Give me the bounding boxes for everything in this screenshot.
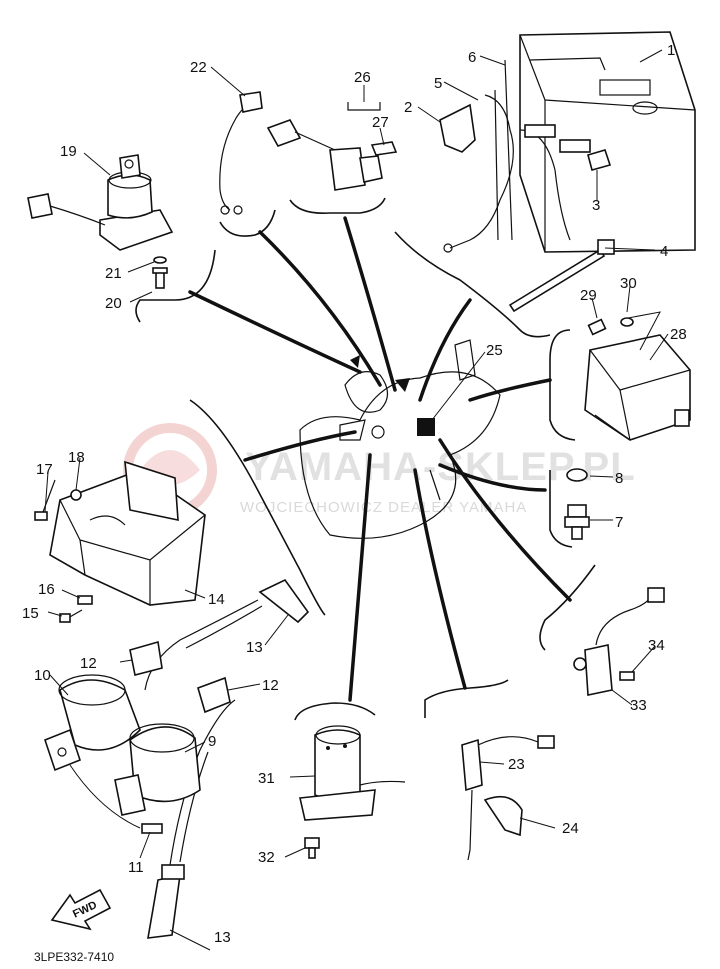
callout-34: 34 — [648, 637, 665, 654]
watermark-line1: YAMAHA-SKLEP.PL — [245, 445, 636, 489]
callout-25: 25 — [486, 342, 503, 359]
callout-22: 22 — [190, 59, 207, 76]
callout-19: 19 — [60, 143, 77, 160]
callout-16: 16 — [38, 581, 55, 598]
forward-direction-icon: FWD — [50, 888, 112, 931]
main-switch — [27, 154, 174, 251]
callout-27: 27 — [372, 114, 389, 131]
fuse-holder — [266, 85, 398, 191]
speed-sensor — [461, 735, 555, 861]
cable-tie — [508, 239, 615, 313]
callout-9: 9 — [208, 733, 216, 750]
motorcycle-frame-outline — [299, 339, 501, 539]
callout-12-a: 12 — [80, 655, 97, 672]
cover-fasteners — [34, 479, 93, 623]
callout-14: 14 — [208, 591, 225, 608]
callout-23: 23 — [508, 756, 525, 773]
cdi-fasteners — [587, 317, 634, 336]
group-brackets — [135, 197, 596, 721]
lead-wire — [219, 91, 263, 215]
callout-5: 5 — [434, 75, 442, 92]
ignition-coil-a — [44, 674, 141, 772]
neutral-switch — [564, 504, 590, 540]
wire-grommet-b — [197, 676, 231, 714]
relay-bolt — [304, 837, 320, 859]
battery-cables — [443, 59, 591, 253]
callout-labels: 1 2 3 4 5 6 7 8 9 10 11 12 12 13 13 14 1… — [22, 42, 687, 946]
callout-15: 15 — [22, 605, 39, 622]
callout-12-b: 12 — [262, 677, 279, 694]
callout-3: 3 — [592, 197, 600, 214]
callout-28: 28 — [670, 326, 687, 343]
coil-screw — [69, 764, 163, 834]
callout-21: 21 — [105, 265, 122, 282]
callout-32: 32 — [258, 849, 275, 866]
starter-relay — [299, 725, 406, 821]
cdi-unit — [584, 334, 691, 441]
spark-plug-cap-lower — [147, 699, 236, 939]
pickup-sensor — [573, 587, 665, 696]
callout-29: 29 — [580, 287, 597, 304]
screw-washer — [152, 256, 168, 289]
battery-terminal — [587, 149, 612, 171]
callout-7: 7 — [615, 514, 623, 531]
wire-grommet-a — [129, 640, 163, 676]
sensor-screw — [619, 671, 635, 681]
callout-20: 20 — [105, 295, 122, 312]
ignition-coil-b — [114, 723, 201, 816]
callout-13-a: 13 — [246, 639, 263, 656]
callout-18: 18 — [68, 449, 85, 466]
battery — [519, 31, 696, 253]
sensor-plate — [483, 795, 523, 837]
drawing-code: 3LPE332-7410 — [34, 950, 114, 964]
gasket — [566, 468, 588, 482]
ignition-cover — [49, 460, 206, 606]
callout-13-b: 13 — [214, 929, 231, 946]
leader-lines — [44, 49, 669, 951]
callout-30: 30 — [620, 275, 637, 292]
connector-lines — [188, 216, 572, 702]
callout-17: 17 — [36, 461, 53, 478]
battery-bracket — [439, 103, 476, 153]
callout-1: 1 — [667, 42, 675, 59]
callout-6: 6 — [468, 49, 476, 66]
callout-26: 26 — [354, 69, 371, 86]
callout-4: 4 — [660, 243, 668, 260]
callout-11: 11 — [128, 859, 144, 876]
callout-10: 10 — [34, 667, 51, 684]
relay-marker — [417, 418, 435, 436]
callout-24: 24 — [562, 820, 579, 837]
callout-2: 2 — [404, 99, 412, 116]
callout-33: 33 — [630, 697, 647, 714]
callout-31: 31 — [258, 770, 275, 787]
spark-plug-cap-upper — [144, 578, 310, 691]
callout-8: 8 — [615, 470, 623, 487]
watermark: YAMAHA-SKLEP.PL WOJCIECHOWICZ DEALER YAM… — [123, 423, 636, 517]
